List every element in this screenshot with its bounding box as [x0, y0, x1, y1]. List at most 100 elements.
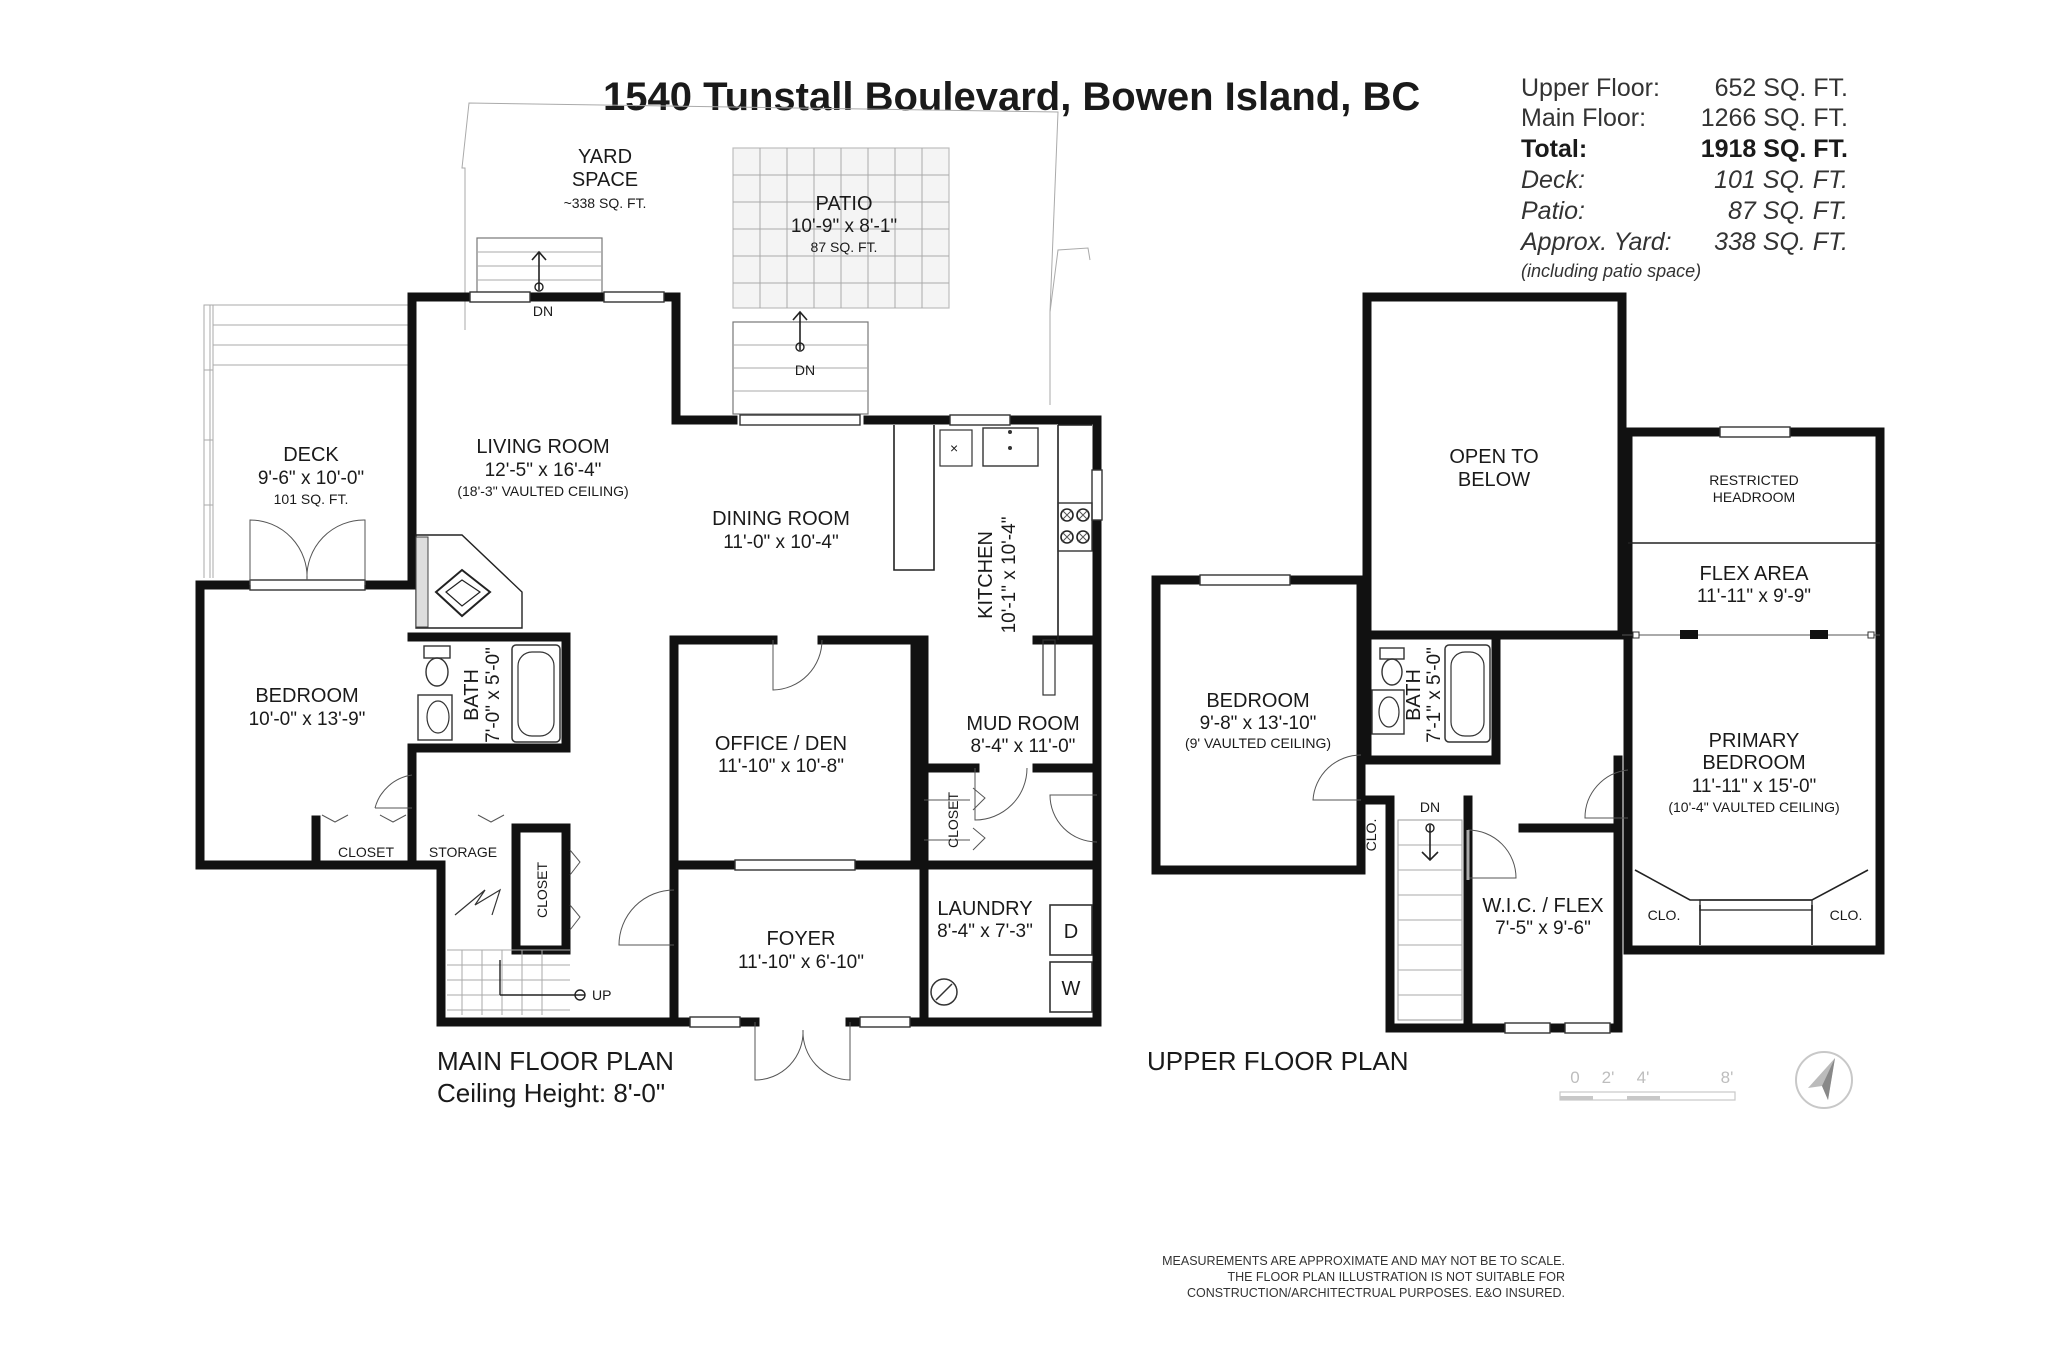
bedroom-name: BEDROOM	[255, 685, 358, 707]
stove-icon	[1057, 502, 1093, 552]
deck-name: DECK	[283, 444, 339, 466]
kitchen-sink-icon	[982, 427, 1039, 467]
primary-bedroom-note: (10'-4" VAULTED CEILING)	[1668, 799, 1839, 815]
area-value-deck: 101 SQ. FT.	[1714, 166, 1848, 194]
compass-icon	[1795, 1051, 1853, 1109]
main-floor-windows	[469, 291, 1103, 1028]
primary-bedroom-name-1: PRIMARY	[1709, 730, 1800, 752]
storage-label: STORAGE	[429, 844, 497, 860]
restricted-headroom-2: HEADROOM	[1713, 489, 1795, 505]
flex-area-posts	[1632, 630, 1875, 639]
area-value-upper: 652 SQ. FT.	[1715, 74, 1848, 102]
living-room-name: LIVING ROOM	[476, 436, 609, 458]
upper-floor-plan: OPEN TO BELOW RESTRICTED HEADROOM FLEX A…	[1147, 292, 1885, 1076]
closet-3-label: CLOSET	[945, 792, 961, 848]
dining-room-dims: 11'-0" x 10'-4"	[723, 532, 838, 553]
laundry-name: LAUNDRY	[937, 898, 1032, 920]
living-room-exterior-steps	[476, 237, 603, 294]
upper-door-swings	[1312, 754, 1629, 880]
laundry-sink-icon	[930, 978, 958, 1006]
upper-bedroom-dims: 9'-8" x 13'-10"	[1200, 713, 1317, 734]
area-value-main: 1266 SQ. FT.	[1701, 104, 1848, 132]
living-room-dims: 12'-5" x 16'-4"	[485, 460, 602, 481]
scale-bar: 0 2' 4' 8'	[1559, 1068, 1736, 1101]
upper-floor-plan-label: UPPER FLOOR PLAN	[1147, 1046, 1409, 1076]
upper-bath-dims: 7'-1" x 5'-0"	[1424, 647, 1445, 743]
area-label-yard: Approx. Yard:	[1519, 228, 1672, 256]
yard-boundary-gate	[1049, 247, 1091, 313]
primary-bedroom-name-2: BEDROOM	[1702, 752, 1805, 774]
laundry-dims: 8'-4" x 7'-3"	[937, 921, 1033, 942]
deck-area: 101 SQ. FT.	[274, 491, 349, 507]
mud-room-dims: 8'-4" x 11'-0"	[971, 736, 1076, 757]
area-label-total: Total:	[1521, 135, 1587, 163]
area-value-total: 1918 SQ. FT.	[1701, 135, 1848, 163]
yard-area: ~338 SQ. FT.	[564, 195, 647, 211]
deck-double-door	[249, 519, 366, 591]
main-bath-fixtures	[417, 644, 561, 743]
flex-area-dims: 11'-11" x 9'-9"	[1697, 586, 1811, 607]
office-name: OFFICE / DEN	[715, 733, 847, 755]
disclaimer-line-2: THE FLOOR PLAN ILLUSTRATION IS NOT SUITA…	[1227, 1270, 1565, 1284]
restricted-headroom-1: RESTRICTED	[1709, 472, 1798, 488]
stairs-icon	[447, 888, 586, 1015]
scale-tick-0: 0	[1570, 1068, 1579, 1087]
living-room-note: (18'-3" VAULTED CEILING)	[457, 483, 628, 499]
patio-name: PATIO	[815, 193, 872, 215]
wic-name: W.I.C. / FLEX	[1482, 895, 1603, 917]
area-value-patio: 87 SQ. FT.	[1728, 197, 1848, 225]
upper-stairs	[1397, 819, 1463, 1021]
primary-bay-window	[1634, 869, 1869, 901]
closet-1-label: CLOSET	[338, 844, 394, 860]
yard-boundary	[461, 102, 1059, 330]
bay-window-closet-lines	[1699, 905, 1813, 945]
wic-dims: 7'-5" x 9'-6"	[1495, 918, 1591, 939]
scale-tick-8: 8'	[1721, 1068, 1734, 1087]
patio-area: 87 SQ. FT.	[811, 239, 878, 255]
washer-icon	[1049, 961, 1093, 1013]
foyer-name: FOYER	[767, 928, 836, 950]
main-floor-plan-label: MAIN FLOOR PLAN	[437, 1046, 674, 1076]
upper-closet-1: CLO.	[1363, 819, 1379, 852]
main-floor-ceiling-height: Ceiling Height: 8'-0"	[437, 1078, 665, 1108]
bathtub-icon	[511, 644, 561, 743]
bath-name: BATH	[461, 669, 483, 721]
washer-label: W	[1062, 978, 1081, 1000]
toilet-icon	[423, 645, 451, 687]
area-label-upper: Upper Floor:	[1521, 74, 1660, 102]
foyer-dims: 11'-10" x 6'-10"	[738, 952, 864, 973]
upper-closet-3: CLO.	[1830, 907, 1863, 923]
disclaimer: MEASUREMENTS ARE APPROXIMATE AND MAY NOT…	[1162, 1254, 1565, 1300]
mud-room-name: MUD ROOM	[966, 713, 1079, 735]
dryer-icon	[1049, 904, 1093, 956]
bedroom-dims: 10'-0" x 13'-9"	[249, 709, 366, 730]
stair-up-label: UP	[592, 987, 611, 1003]
property-address: 1540 Tunstall Boulevard, Bowen Island, B…	[603, 75, 1420, 119]
area-value-yard: 338 SQ. FT.	[1714, 228, 1848, 256]
upper-bedroom-name: BEDROOM	[1206, 690, 1309, 712]
office-dims: 11'-10" x 10'-8"	[718, 756, 844, 777]
flex-area-name: FLEX AREA	[1700, 563, 1810, 585]
scale-tick-2: 2'	[1602, 1068, 1615, 1087]
area-note: (including patio space)	[1521, 261, 1701, 281]
upper-bath-name: BATH	[1403, 669, 1425, 721]
yard-name-1: YARD	[578, 146, 632, 168]
stair-dn-label-2: DN	[795, 362, 815, 378]
deck-railing	[203, 304, 408, 578]
kitchen-appliance-x: ×	[950, 440, 958, 456]
patio-dims: 10'-9" x 8'-1"	[791, 216, 897, 237]
dryer-label: D	[1064, 921, 1078, 943]
upper-stair-dn-label: DN	[1420, 799, 1440, 815]
open-below-1: OPEN TO	[1449, 446, 1538, 468]
area-summary-table: Upper Floor: 652 SQ. FT. Main Floor: 126…	[1519, 74, 1848, 281]
area-label-deck: Deck:	[1521, 166, 1585, 194]
bath-dims: 7'-0" x 5'-0"	[483, 647, 504, 743]
kitchen-dims: 10'-1" x 10'-4"	[999, 517, 1020, 634]
disclaimer-line-1: MEASUREMENTS ARE APPROXIMATE AND MAY NOT…	[1162, 1254, 1565, 1268]
sink-icon	[417, 694, 453, 741]
deck-dims: 9'-6" x 10'-0"	[258, 468, 364, 489]
kitchen-fridge-edge	[1042, 639, 1056, 696]
door-swing-icon	[321, 639, 1098, 1081]
area-label-main: Main Floor:	[1521, 104, 1646, 132]
